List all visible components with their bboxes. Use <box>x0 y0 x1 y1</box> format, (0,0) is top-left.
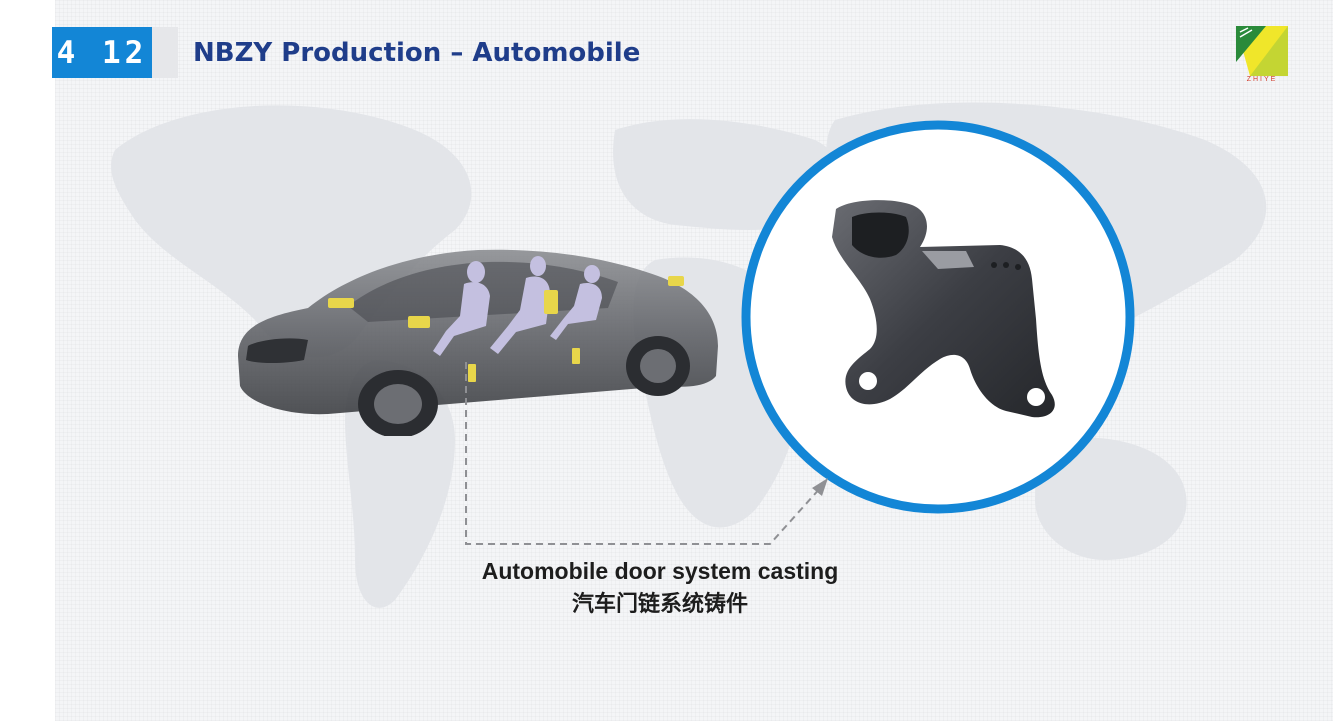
door-casting-part <box>832 200 1055 418</box>
logo-wordmark: ZHIYE <box>1246 76 1278 83</box>
page-number-badge: 4 12 <box>52 27 152 78</box>
badge-divider <box>152 27 178 78</box>
casting-detail-circle <box>741 120 1135 514</box>
page-title: NBZY Production – Automobile <box>193 38 641 68</box>
car-xray-illustration <box>238 249 718 436</box>
caption-chinese: 汽车门链系统铸件 <box>571 592 748 617</box>
caption-english: Automobile door system casting <box>481 558 839 584</box>
zhiye-logo-icon <box>1236 26 1288 76</box>
